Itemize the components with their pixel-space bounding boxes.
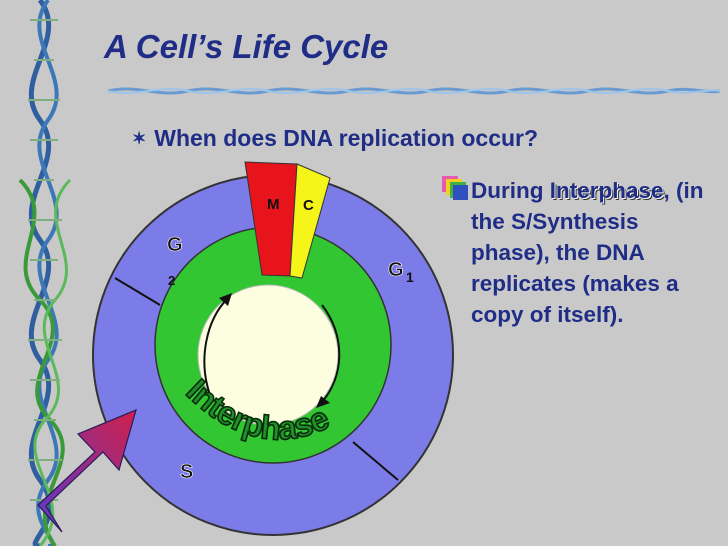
page-title: A Cell’s Life Cycle bbox=[104, 28, 389, 65]
dna-strand-blue bbox=[28, 0, 59, 546]
answer-text: During Interphase, (in the S/Synthesis p… bbox=[471, 175, 721, 330]
divider-g2-s bbox=[114, 277, 161, 306]
label-g1-letter: G bbox=[388, 259, 404, 281]
divider-s-g1 bbox=[352, 441, 399, 481]
stacked-squares-icon bbox=[442, 176, 468, 200]
dna-strand-green bbox=[18, 178, 72, 546]
answer-after: , (in the S/Synthesis phase), the DNA re… bbox=[471, 178, 704, 327]
arrowhead-left-icon bbox=[219, 293, 232, 306]
inner-arrow-right bbox=[321, 304, 341, 403]
answer-highlight-interphase: Interphase bbox=[549, 178, 664, 203]
arrowhead-right-icon bbox=[316, 396, 330, 408]
inner-arrow-left bbox=[203, 297, 229, 396]
center-circle bbox=[197, 284, 339, 426]
label-g2-letter: G bbox=[167, 234, 183, 256]
label-g1-subscript: 1 bbox=[406, 269, 414, 285]
big-pointer-arrow-icon bbox=[37, 408, 137, 533]
label-m: M bbox=[267, 196, 280, 213]
six-point-star-icon: ✶ bbox=[132, 129, 147, 148]
question-text: ✶ When does DNA replication occur? bbox=[132, 125, 538, 152]
label-c: C bbox=[303, 197, 314, 214]
label-s: S bbox=[180, 461, 193, 483]
question-label: When does DNA replication occur? bbox=[154, 125, 539, 151]
dna-helix-decoration bbox=[18, 0, 72, 546]
c-phase-wedge bbox=[289, 163, 331, 279]
title-underline-decoration bbox=[108, 87, 720, 95]
answer-before: During bbox=[471, 178, 550, 203]
label-g2-subscript: 2 bbox=[168, 273, 175, 288]
